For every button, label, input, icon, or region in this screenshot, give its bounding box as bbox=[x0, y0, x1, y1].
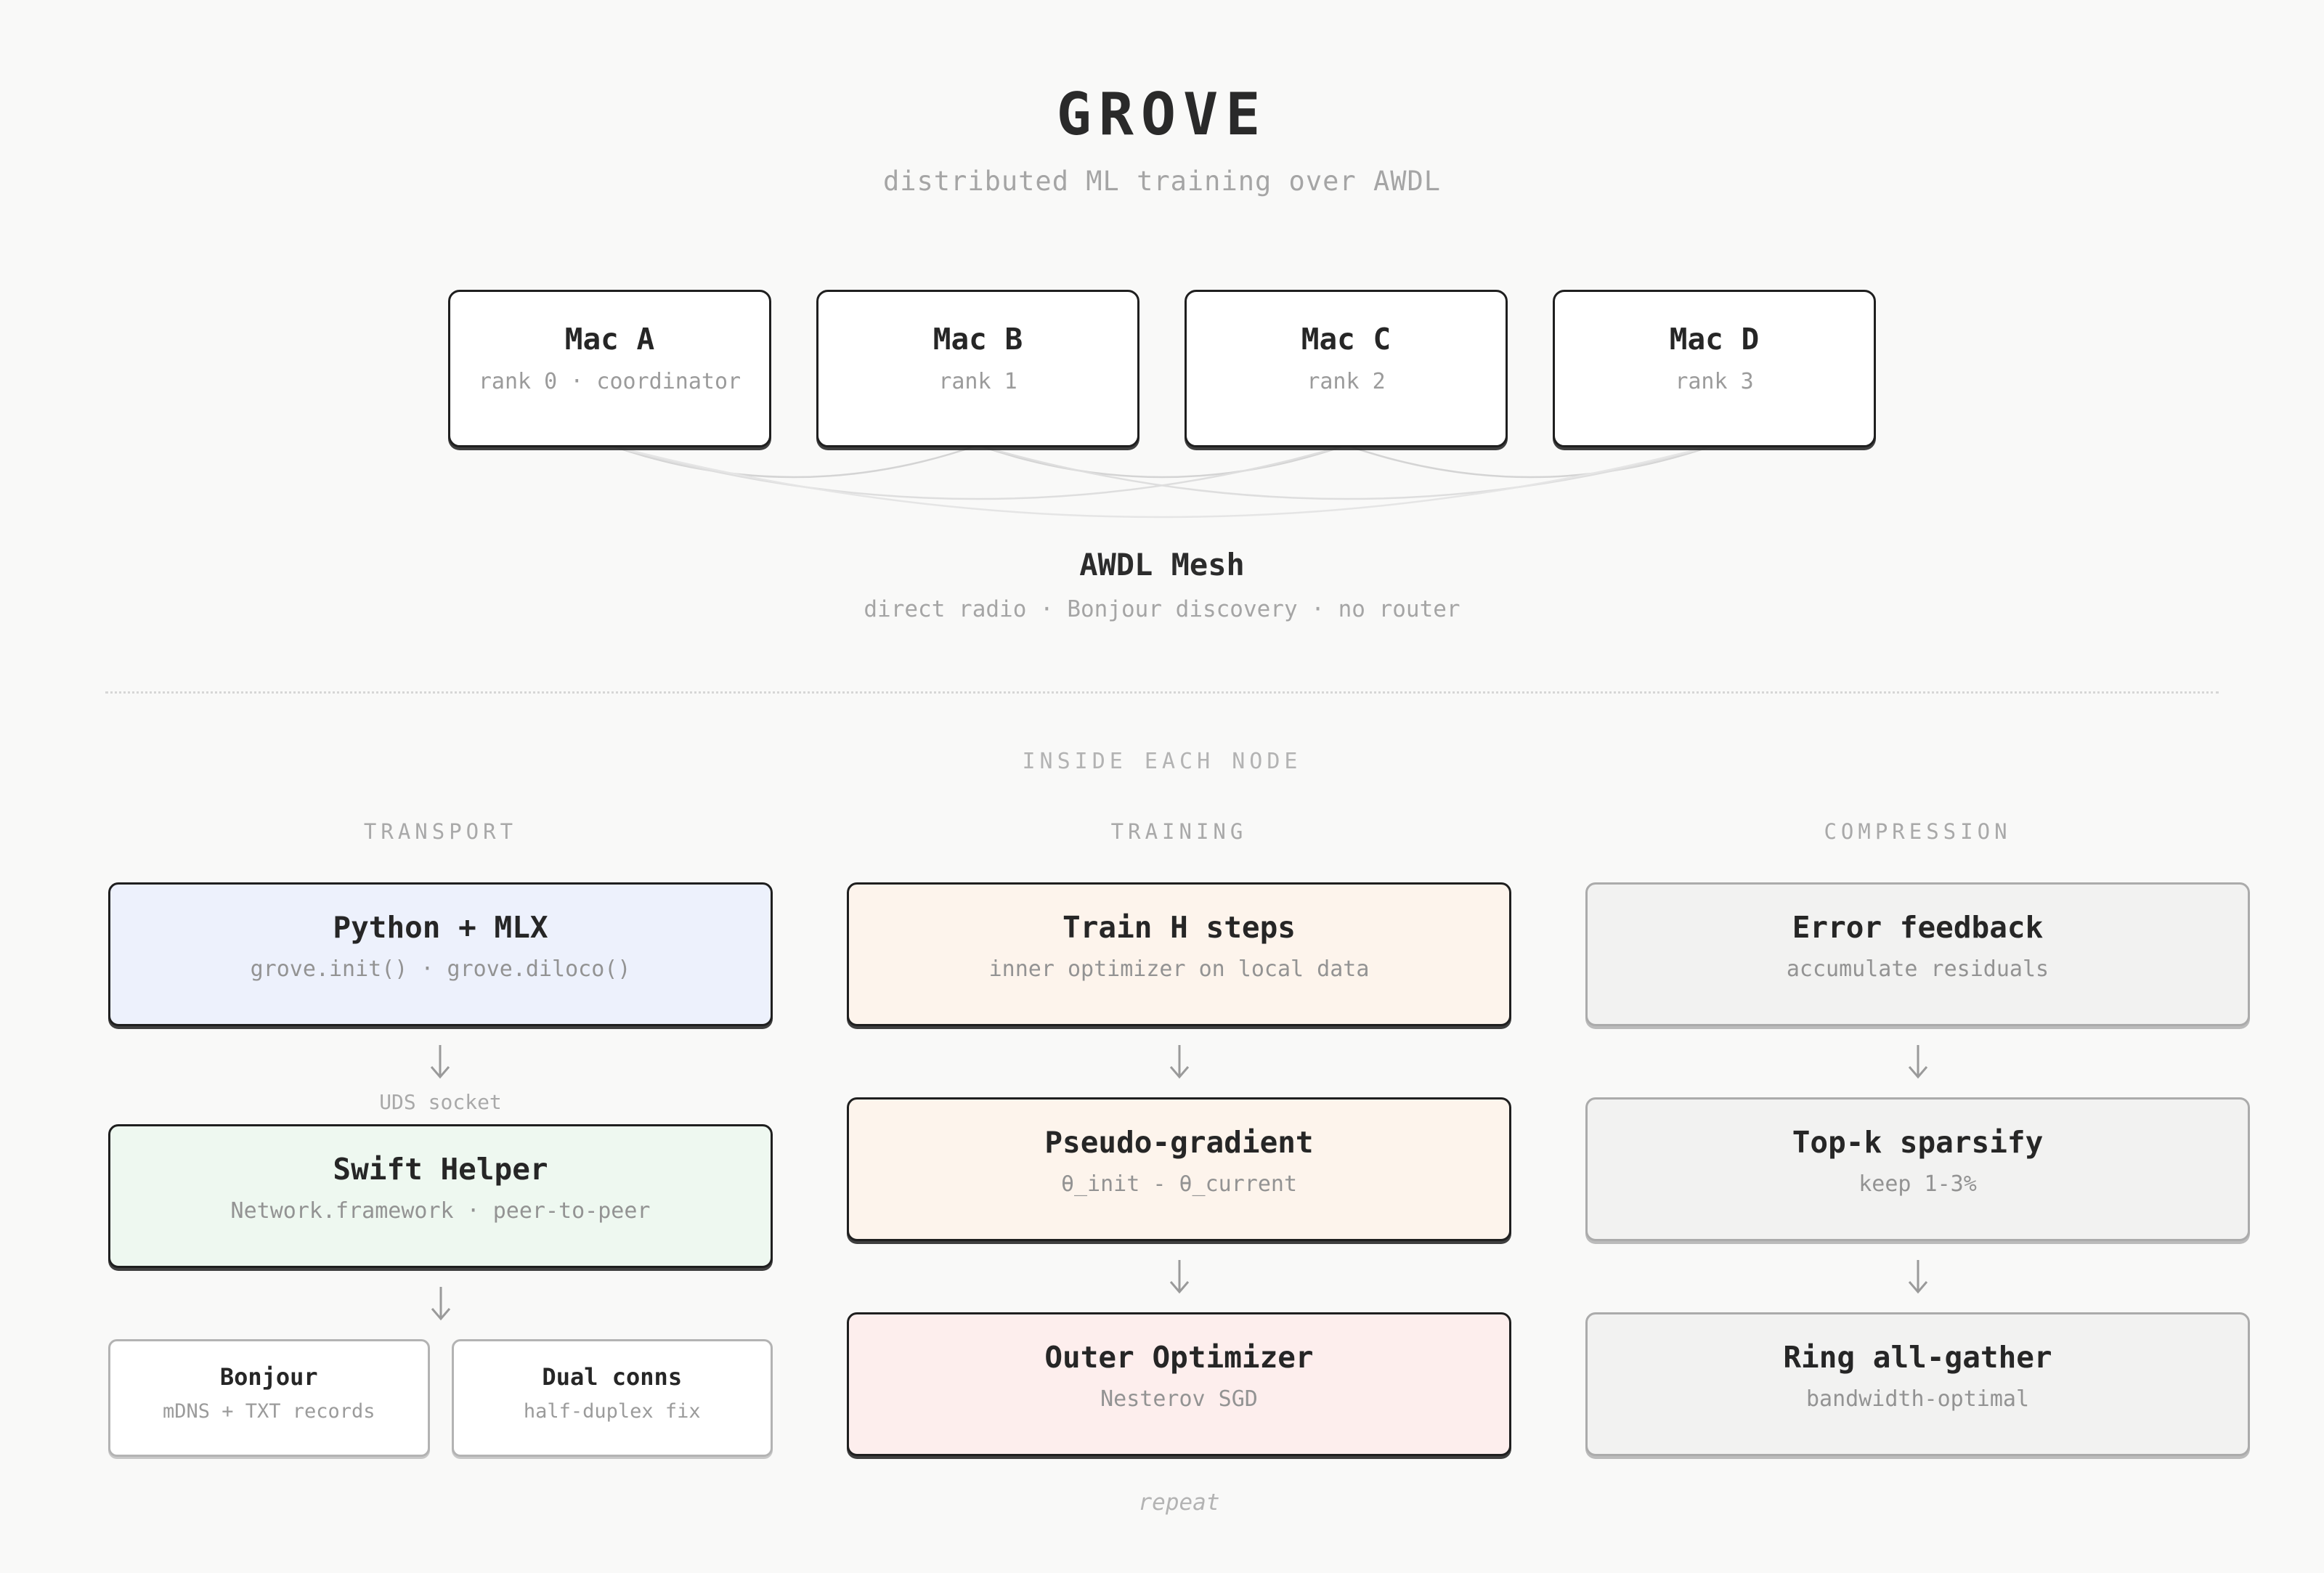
node-card-mac-a: Mac A rank 0 · coordinator bbox=[448, 290, 771, 447]
mesh-title: AWDL Mesh bbox=[1079, 547, 1245, 582]
box-title: Train H steps bbox=[1063, 909, 1296, 945]
column-compression: COMPRESSION Error feedback accumulate re… bbox=[1585, 819, 2250, 1456]
box-subtitle: Nesterov SGD bbox=[1100, 1386, 1258, 1412]
node-name: Mac D bbox=[1669, 321, 1760, 357]
node-detail: rank 1 bbox=[938, 368, 1017, 394]
grove-diagram: GROVE distributed ML training over AWDL … bbox=[0, 0, 2324, 1516]
column-transport: TRANSPORT Python + MLX grove.init() · gr… bbox=[108, 819, 773, 1457]
box-subtitle: mDNS + TXT records bbox=[162, 1400, 375, 1423]
column-training: TRAINING Train H steps inner optimizer o… bbox=[847, 819, 1511, 1516]
node-detail: rank 2 bbox=[1307, 368, 1386, 394]
box-title: Bonjour bbox=[219, 1363, 318, 1391]
transport-duo-row: Bonjour mDNS + TXT records Dual conns ha… bbox=[108, 1339, 773, 1457]
box-dual-conns: Dual conns half-duplex fix bbox=[451, 1339, 773, 1457]
node-internals: TRANSPORT Python + MLX grove.init() · gr… bbox=[0, 819, 2324, 1516]
down-arrow-icon bbox=[431, 1287, 450, 1321]
connector bbox=[1902, 1026, 1934, 1097]
box-title: Top-k sparsify bbox=[1792, 1124, 2044, 1160]
page-title: GROVE bbox=[1056, 81, 1268, 148]
node-cluster: Mac A rank 0 · coordinator Mac B rank 1 … bbox=[448, 290, 1876, 519]
box-title: Ring all-gather bbox=[1783, 1339, 2052, 1375]
box-subtitle: half-duplex fix bbox=[523, 1400, 701, 1423]
connector-label: UDS socket bbox=[379, 1090, 502, 1114]
dotted-divider bbox=[105, 691, 2219, 694]
box-title: Error feedback bbox=[1792, 909, 2044, 945]
box-subtitle: Network.framework · peer-to-peer bbox=[230, 1198, 651, 1224]
box-pseudo-gradient: Pseudo-gradient θ_init - θ_current bbox=[847, 1097, 1511, 1241]
down-arrow-icon bbox=[431, 1045, 450, 1079]
box-python-mlx: Python + MLX grove.init() · grove.diloco… bbox=[108, 882, 773, 1026]
connector bbox=[1163, 1026, 1195, 1097]
node-card-mac-b: Mac B rank 1 bbox=[816, 290, 1139, 447]
box-subtitle: keep 1-3% bbox=[1858, 1171, 1977, 1197]
mesh-caption: AWDL Mesh direct radio · Bonjour discove… bbox=[0, 547, 2324, 622]
node-name: Mac B bbox=[933, 321, 1023, 357]
box-topk-sparsify: Top-k sparsify keep 1-3% bbox=[1585, 1097, 2250, 1241]
node-detail: rank 3 bbox=[1675, 368, 1754, 394]
node-card-mac-d: Mac D rank 3 bbox=[1553, 290, 1876, 447]
box-subtitle: grove.init() · grove.diloco() bbox=[250, 956, 631, 982]
connector bbox=[425, 1268, 457, 1339]
connector bbox=[1902, 1241, 1934, 1312]
node-card-mac-c: Mac C rank 2 bbox=[1185, 290, 1508, 447]
down-arrow-icon bbox=[1169, 1045, 1189, 1079]
node-name: Mac C bbox=[1301, 321, 1391, 357]
mesh-subtitle: direct radio · Bonjour discovery · no ro… bbox=[864, 596, 1460, 622]
header: GROVE distributed ML training over AWDL bbox=[0, 0, 2324, 198]
section-label: INSIDE EACH NODE bbox=[1022, 749, 1302, 774]
node-row: Mac A rank 0 · coordinator Mac B rank 1 … bbox=[448, 290, 1876, 447]
box-title: Swift Helper bbox=[333, 1151, 548, 1187]
node-name: Mac A bbox=[564, 321, 655, 357]
connector-uds: UDS socket bbox=[379, 1026, 502, 1124]
down-arrow-icon bbox=[1908, 1260, 1927, 1294]
column-header-transport: TRANSPORT bbox=[363, 819, 518, 844]
box-outer-optimizer: Outer Optimizer Nesterov SGD bbox=[847, 1312, 1511, 1456]
box-error-feedback: Error feedback accumulate residuals bbox=[1585, 882, 2250, 1026]
box-subtitle: θ_init - θ_current bbox=[1060, 1171, 1298, 1197]
box-train-h-steps: Train H steps inner optimizer on local d… bbox=[847, 882, 1511, 1026]
box-swift-helper: Swift Helper Network.framework · peer-to… bbox=[108, 1124, 773, 1268]
box-subtitle: bandwidth-optimal bbox=[1805, 1386, 2030, 1412]
mesh-connections-graphic bbox=[609, 444, 1715, 519]
box-subtitle: accumulate residuals bbox=[1786, 956, 2049, 982]
page-subtitle: distributed ML training over AWDL bbox=[882, 166, 1442, 197]
box-title: Dual conns bbox=[542, 1363, 683, 1391]
box-subtitle: inner optimizer on local data bbox=[988, 956, 1370, 982]
box-ring-all-gather: Ring all-gather bandwidth-optimal bbox=[1585, 1312, 2250, 1456]
repeat-label: repeat bbox=[1138, 1489, 1220, 1516]
box-title: Outer Optimizer bbox=[1044, 1339, 1314, 1375]
node-detail: rank 0 · coordinator bbox=[478, 368, 742, 394]
column-header-training: TRAINING bbox=[1110, 819, 1248, 844]
down-arrow-icon bbox=[1169, 1260, 1189, 1294]
column-header-compression: COMPRESSION bbox=[1824, 819, 2012, 844]
box-bonjour: Bonjour mDNS + TXT records bbox=[108, 1339, 430, 1457]
down-arrow-icon bbox=[1908, 1045, 1927, 1079]
box-title: Python + MLX bbox=[333, 909, 548, 945]
box-title: Pseudo-gradient bbox=[1044, 1124, 1314, 1160]
connector bbox=[1163, 1241, 1195, 1312]
